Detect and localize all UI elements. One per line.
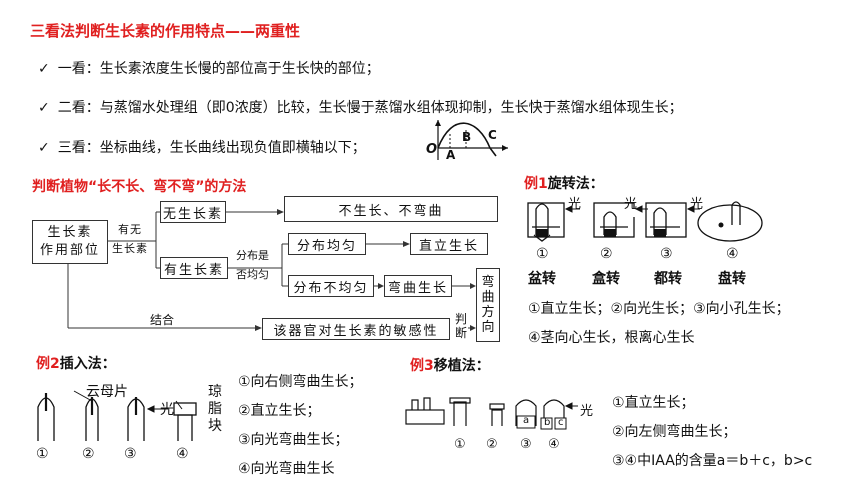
ex1-result-1: ①直立生长；②向光生长；③向小孔生长； — [528, 301, 790, 317]
ex2-agar-label: 琼脂块 — [208, 384, 222, 434]
growth-curve-diagram — [435, 120, 508, 160]
ex1-label-text: 旋转法： — [547, 176, 604, 192]
ex2-num-4: ④ — [176, 446, 189, 462]
ex3-block-c: c — [558, 417, 564, 428]
ex3-label-num: 例3 — [410, 358, 434, 374]
ex1-name-4: 盘转 — [718, 271, 746, 287]
ex3-block-a: a — [523, 415, 530, 426]
ex1-num-4: ④ — [726, 246, 739, 262]
ex2-label-num: 例2 — [36, 356, 60, 372]
ex3-num-1: ① — [454, 437, 466, 452]
ex1-rotation-diagrams — [527, 201, 763, 242]
ex3-num-4: ④ — [548, 437, 560, 452]
ex1-num-3: ③ — [660, 246, 673, 262]
flow-has-none-label: 有无 生长素 — [112, 223, 148, 255]
ex1-light-2: 光 — [624, 197, 638, 212]
ex3-num-3: ③ — [520, 437, 532, 452]
ex1-name-1: 盆转 — [528, 271, 556, 287]
ex2-insertion-diagrams — [37, 390, 197, 441]
ex1-name-3: 都转 — [654, 271, 682, 287]
ex1-light-1: 光 — [568, 197, 582, 212]
page-title: 三看法判断生长素的作用特点——两重性 — [30, 22, 301, 40]
ex3-result-1: ①直立生长； — [612, 395, 695, 411]
ex2-num-3: ③ — [124, 446, 137, 462]
ex2-result-4: ④向光弯曲生长 — [238, 461, 335, 477]
ex3-result-2: ②向左侧弯曲生长； — [612, 424, 737, 440]
flow-even-box: 分布均匀 — [288, 233, 366, 255]
flow-bend-dir-box: 弯曲方向 — [476, 268, 500, 342]
ex1-num-1: ① — [536, 246, 549, 262]
ex1-result-2: ④茎向心生长，根离心生长 — [528, 330, 695, 346]
flow-even-result-box: 直立生长 — [410, 233, 488, 255]
flow-combine-label: 结合 — [150, 313, 175, 327]
ex3-label: 例3移植法： — [410, 355, 490, 375]
flow-judge-label: 判断 — [454, 312, 467, 340]
ex2-result-3: ③向光弯曲生长； — [238, 432, 349, 448]
flow-sensitivity-box: 该器官对生长素的敏感性 — [262, 318, 450, 340]
check-text-3: 三看：坐标曲线，生长曲线出现负值即横轴以下； — [57, 140, 366, 156]
ex3-result-3: ③④中IAA的含量a＝b＋c，b>c — [612, 453, 813, 469]
ex3-label-text: 移植法： — [433, 358, 490, 374]
ex1-num-2: ② — [600, 246, 613, 262]
check-text-2: 二看：与蒸馏水处理组（即0浓度）比较，生长慢于蒸馏水组体现抑制，生长快于蒸馏水组… — [57, 100, 683, 116]
ex1-name-2: 盒转 — [592, 271, 620, 287]
flow-distribution-2: 否均匀 — [236, 268, 269, 281]
flow-has-box: 有生长素 — [160, 257, 228, 279]
flow-none-result-box: 不生长、不弯曲 — [284, 196, 498, 222]
ex2-label-text: 插入法： — [59, 356, 116, 372]
flow-has-none-1: 有无 — [118, 223, 142, 236]
ex1-label: 例1旋转法： — [524, 173, 604, 193]
flow-uneven-result-box: 弯曲生长 — [384, 275, 452, 297]
flow-has-none-2: 生长素 — [112, 242, 148, 255]
ex3-num-2: ② — [486, 437, 498, 452]
curve-label-b: B — [462, 130, 472, 144]
flow-start-line2: 作用部位 — [39, 243, 100, 258]
check-line-3: ✓ 三看：坐标曲线，生长曲线出现负值即横轴以下； — [38, 137, 366, 157]
ex2-result-1: ①向右侧弯曲生长； — [238, 374, 363, 390]
flow-distribution-1: 分布是 — [236, 249, 269, 262]
flow-none-box: 无生长素 — [160, 201, 226, 223]
check-line-1: ✓ 一看：生长素浓度生长慢的部位高于生长快的部位； — [38, 58, 380, 78]
ex3-light-label: 光 — [580, 404, 594, 419]
check-icon: ✓ — [38, 61, 50, 77]
check-icon: ✓ — [38, 140, 50, 156]
ex2-result-2: ②直立生长； — [238, 403, 321, 419]
ex2-label: 例2插入法： — [36, 353, 116, 373]
ex2-light-label: 光 — [160, 402, 174, 418]
ex2-num-2: ② — [82, 446, 95, 462]
flow-start-line1: 生长素 — [47, 225, 93, 240]
ex1-light-3: 光 — [690, 197, 704, 212]
check-text-1: 一看：生长素浓度生长慢的部位高于生长快的部位； — [57, 61, 380, 77]
flow-uneven-box: 分布不均匀 — [288, 275, 374, 297]
method-title: 判断植物“长不长、弯不弯”的方法 — [32, 179, 247, 195]
flow-start-box: 生长素 作用部位 — [32, 220, 108, 264]
curve-label-c: C — [488, 128, 497, 142]
curve-label-a: A — [446, 148, 456, 162]
flow-distribution-label: 分布是 否均匀 — [236, 249, 269, 281]
ex3-transplant-diagrams — [405, 397, 578, 430]
ex3-block-b: b — [544, 417, 551, 428]
ex2-mica-label: 云母片 — [86, 384, 128, 400]
curve-label-o: O — [426, 142, 438, 157]
check-line-2: ✓ 二看：与蒸馏水处理组（即0浓度）比较，生长慢于蒸馏水组体现抑制，生长快于蒸馏水… — [38, 97, 683, 117]
ex1-label-num: 例1 — [524, 176, 548, 192]
ex2-num-1: ① — [36, 446, 49, 462]
check-icon: ✓ — [38, 100, 50, 116]
